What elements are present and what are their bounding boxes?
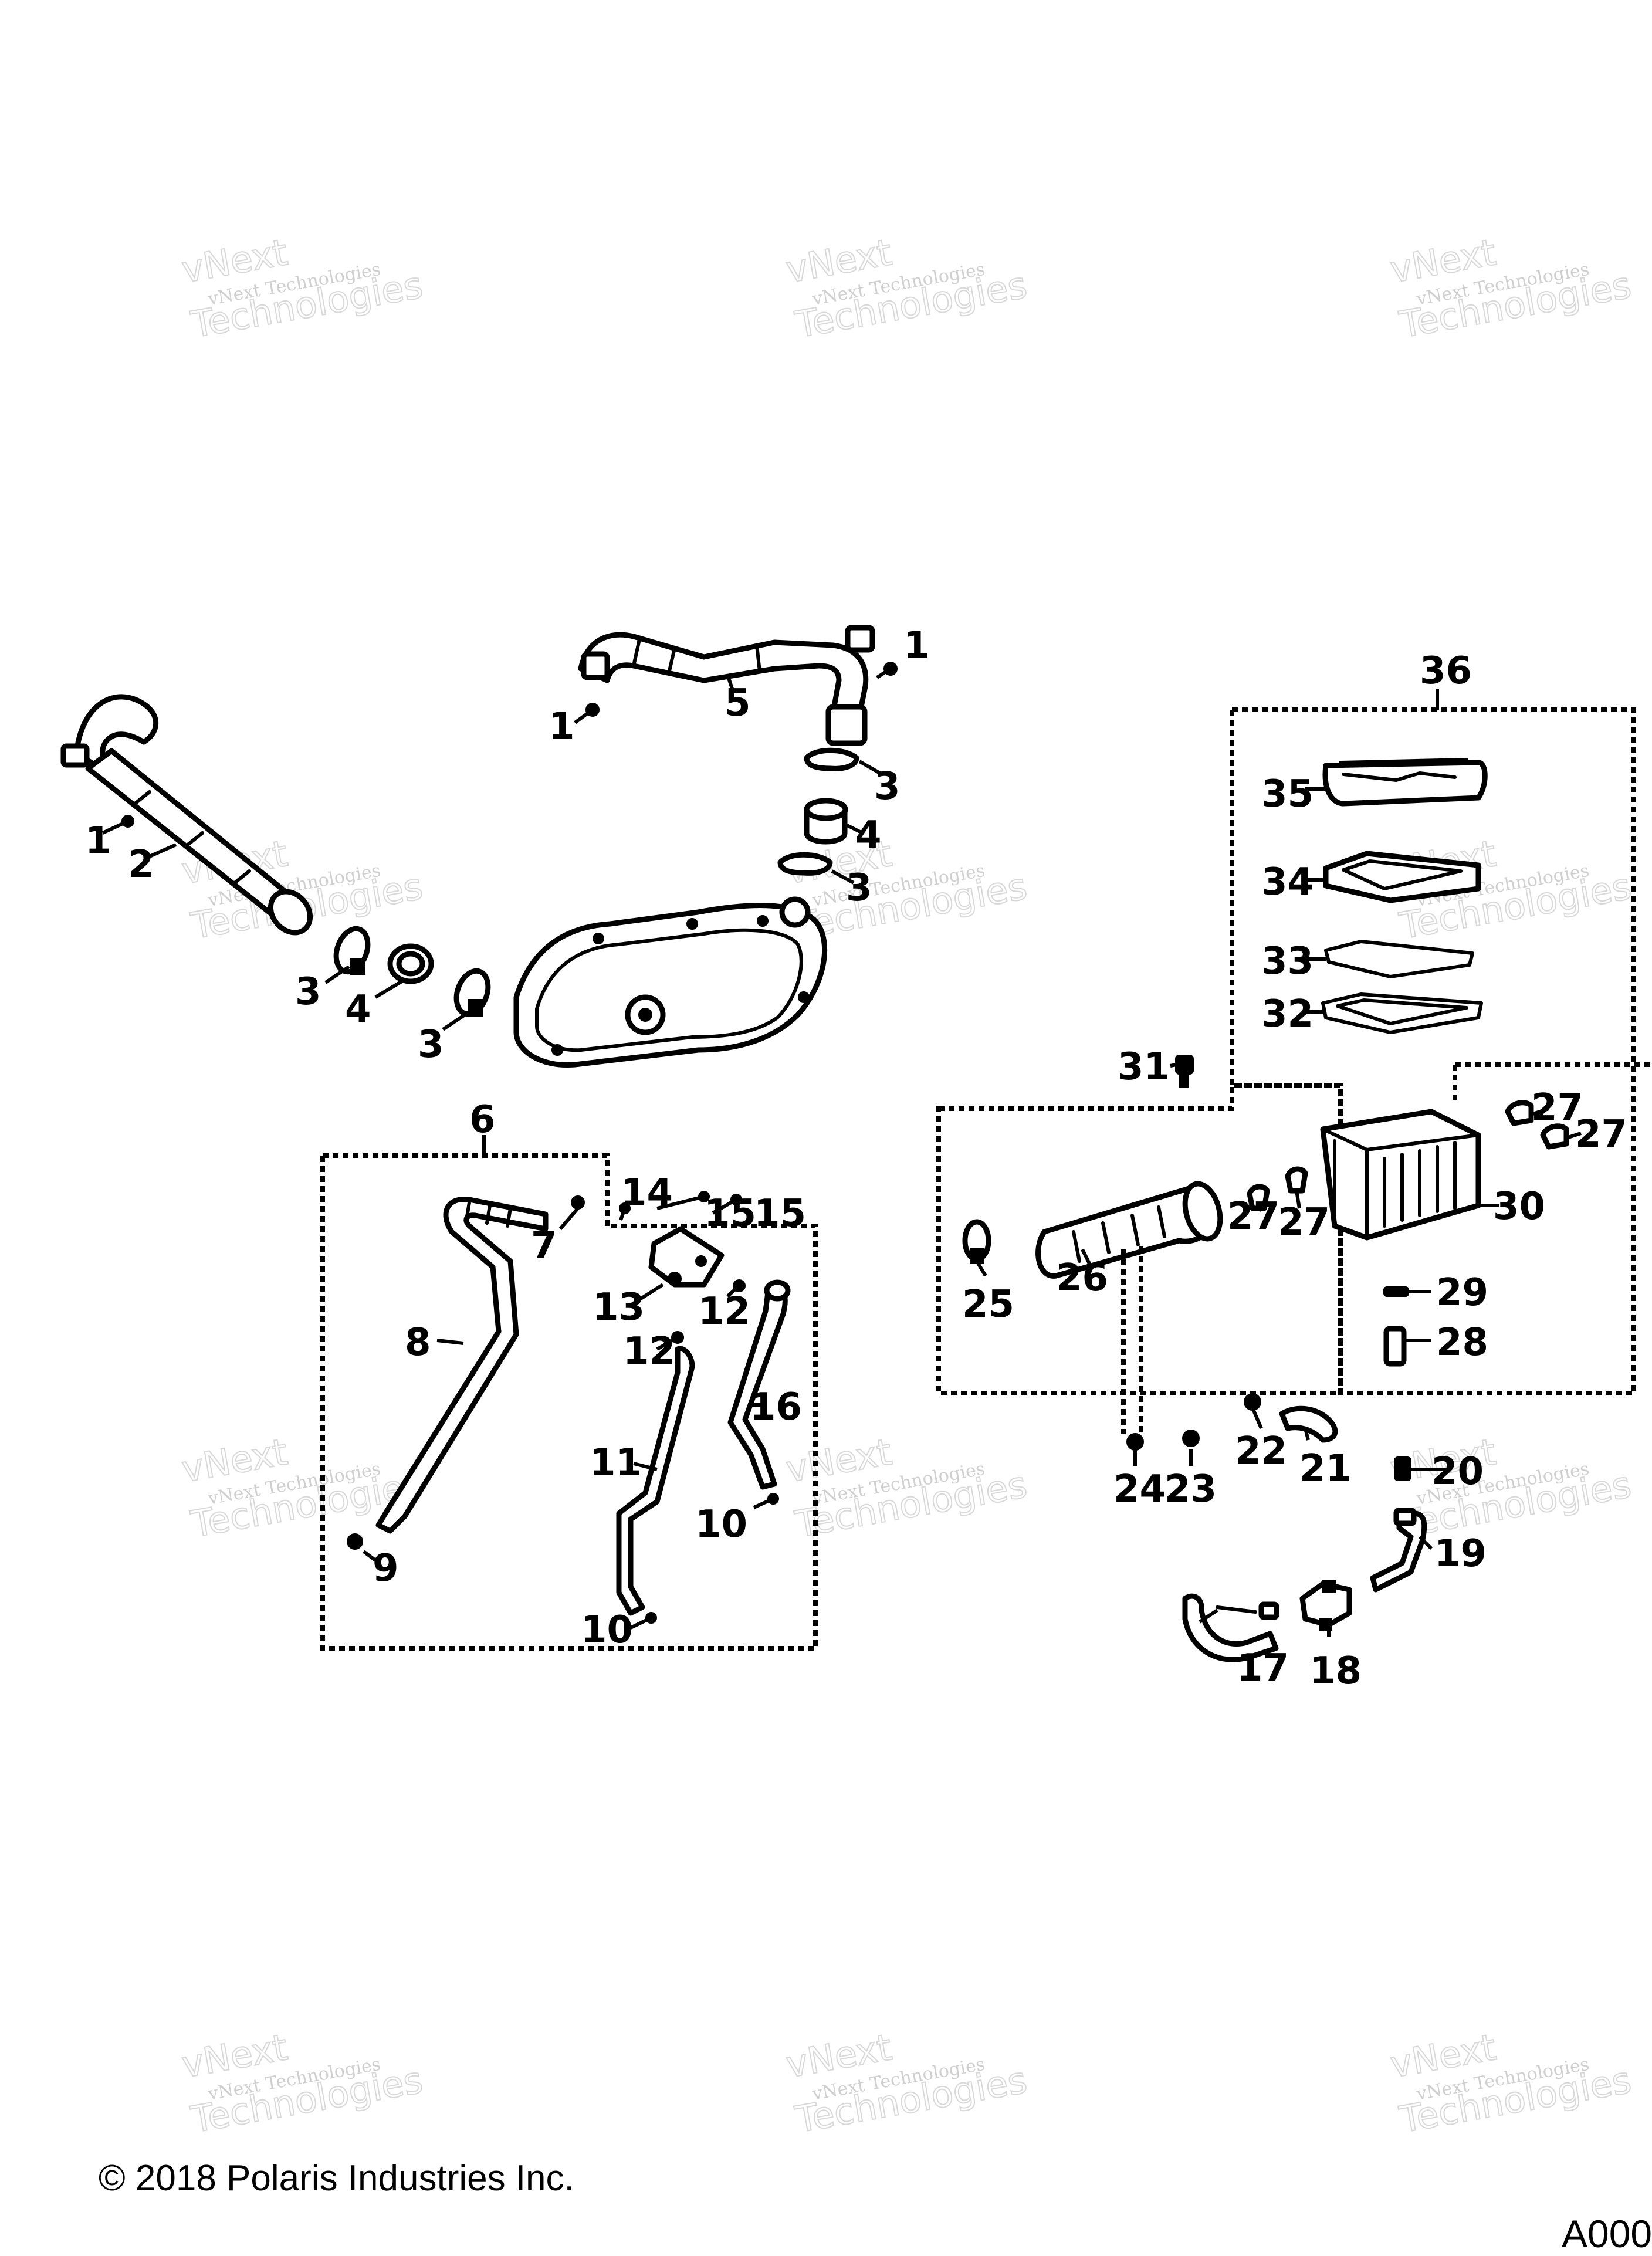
callout-3: 3 (418, 1023, 444, 1066)
callout-30: 30 (1493, 1185, 1545, 1228)
callout-23: 23 (1164, 1468, 1217, 1511)
clamp-part[interactable] (777, 852, 833, 876)
callout-14: 14 (621, 1171, 673, 1215)
clamp-part[interactable] (962, 1219, 991, 1264)
callout-26: 26 (1056, 1256, 1108, 1300)
callout-1: 1 (903, 624, 930, 668)
copyright-notice: © 2018 Polaris Industries Inc. (99, 2158, 574, 2199)
drain-part[interactable] (1383, 1286, 1409, 1297)
callout-15: 15 (754, 1192, 806, 1235)
fitting-part[interactable] (1244, 1393, 1261, 1411)
drain-plug-part[interactable] (1383, 1326, 1407, 1367)
callout-10: 10 (695, 1503, 747, 1546)
vent-tube-part[interactable] (727, 1279, 791, 1490)
clamp-part[interactable] (1540, 1123, 1569, 1150)
callout-22: 22 (1235, 1430, 1287, 1473)
clamp-part[interactable] (331, 924, 374, 977)
watermark-1: vNext vNext Technologies Technologies (178, 230, 426, 347)
fitting-part[interactable] (1182, 1430, 1200, 1447)
callout-6: 6 (469, 1098, 496, 1141)
vent-tube-part[interactable] (616, 1346, 695, 1616)
callout-2: 2 (128, 843, 154, 886)
clamp-part[interactable] (1247, 1184, 1270, 1211)
hose-part[interactable] (1370, 1508, 1427, 1593)
airbox-base-part[interactable] (1320, 1109, 1481, 1241)
callout-24: 24 (1113, 1468, 1166, 1511)
callout-1: 1 (549, 705, 575, 748)
coupler-part[interactable] (387, 943, 434, 984)
gasket-part[interactable] (1321, 992, 1483, 1034)
watermark-8: vNext vNext Technologies Technologies (782, 1430, 1030, 1546)
watermark-3: vNext vNext Technologies Technologies (1386, 230, 1634, 347)
callout-17: 17 (1237, 1647, 1289, 1690)
watermark-10: vNext vNext Technologies Technologies (178, 2025, 426, 2142)
fitting-part[interactable] (1126, 1433, 1144, 1451)
clamp-part[interactable] (451, 967, 494, 1019)
clamp-part[interactable] (1285, 1166, 1308, 1194)
clip-part[interactable] (571, 1195, 585, 1210)
airbox-lid-part[interactable] (1322, 758, 1488, 807)
callout-labels: 1 2 1 1 5 3 4 3 3 4 3 6 7 8 9 14 15 15 1… (85, 624, 1627, 1693)
callout-1: 1 (85, 819, 111, 863)
cvt-cover-part[interactable] (513, 896, 828, 1068)
callout-16: 16 (750, 1386, 802, 1429)
callout-12: 12 (698, 1290, 750, 1333)
breather-hose-part[interactable] (375, 1196, 549, 1534)
coupler-part[interactable] (804, 798, 848, 845)
callout-11: 11 (590, 1441, 642, 1485)
callout-9: 9 (373, 1547, 399, 1590)
callout-27: 27 (1575, 1113, 1627, 1156)
leader-lines (101, 667, 1582, 1637)
airbox-group-outline (936, 1083, 1343, 1395)
callout-27: 27 (1227, 1195, 1279, 1238)
callout-31: 31 (1118, 1045, 1170, 1089)
callout-4: 4 (345, 988, 371, 1031)
callout-10: 10 (581, 1608, 633, 1652)
watermark-2: vNext vNext Technologies Technologies (782, 230, 1030, 347)
watermark-11: vNext vNext Technologies Technologies (782, 2025, 1030, 2142)
fastener-part[interactable] (1175, 1055, 1194, 1088)
callout-13: 13 (593, 1286, 645, 1329)
callout-12: 12 (623, 1330, 675, 1373)
callout-32: 32 (1261, 992, 1314, 1036)
diagram-code: A000 (1562, 2212, 1652, 2255)
callout-35: 35 (1261, 773, 1314, 816)
clamp-part[interactable] (1505, 1100, 1534, 1126)
callout-36: 36 (1420, 649, 1472, 693)
gasket-part[interactable] (1324, 940, 1474, 978)
clamp-part[interactable] (804, 747, 859, 771)
callout-33: 33 (1261, 940, 1314, 983)
hose-part[interactable] (1182, 1593, 1279, 1662)
callout-7: 7 (531, 1224, 557, 1268)
callout-27: 27 (1278, 1201, 1330, 1244)
clip-part[interactable] (347, 1533, 363, 1550)
callout-15: 15 (704, 1192, 756, 1235)
callout-27: 27 (1531, 1086, 1583, 1130)
callout-3: 3 (874, 765, 901, 808)
filter-valve-part[interactable] (1299, 1580, 1352, 1631)
callout-28: 28 (1436, 1321, 1488, 1364)
callout-18: 18 (1309, 1649, 1362, 1693)
group-6-outline (320, 1153, 818, 1651)
callout-4: 4 (855, 814, 882, 857)
breather-valve-part[interactable] (648, 1226, 725, 1288)
watermark-12: vNext vNext Technologies Technologies (1386, 2025, 1634, 2142)
callout-5: 5 (725, 682, 751, 725)
callout-21: 21 (1299, 1447, 1352, 1491)
callout-3: 3 (846, 866, 872, 910)
callout-8: 8 (405, 1321, 431, 1364)
right-group-outline (1453, 1062, 1652, 1103)
filter-element-part[interactable] (1323, 851, 1481, 903)
callout-29: 29 (1436, 1271, 1488, 1315)
callout-34: 34 (1261, 861, 1314, 904)
callout-20: 20 (1431, 1450, 1484, 1493)
callout-3: 3 (295, 970, 321, 1014)
duct-long-part[interactable] (60, 694, 318, 940)
callout-25: 25 (962, 1283, 1014, 1326)
duct-upper-part[interactable] (578, 625, 875, 746)
callout-19: 19 (1434, 1532, 1487, 1576)
